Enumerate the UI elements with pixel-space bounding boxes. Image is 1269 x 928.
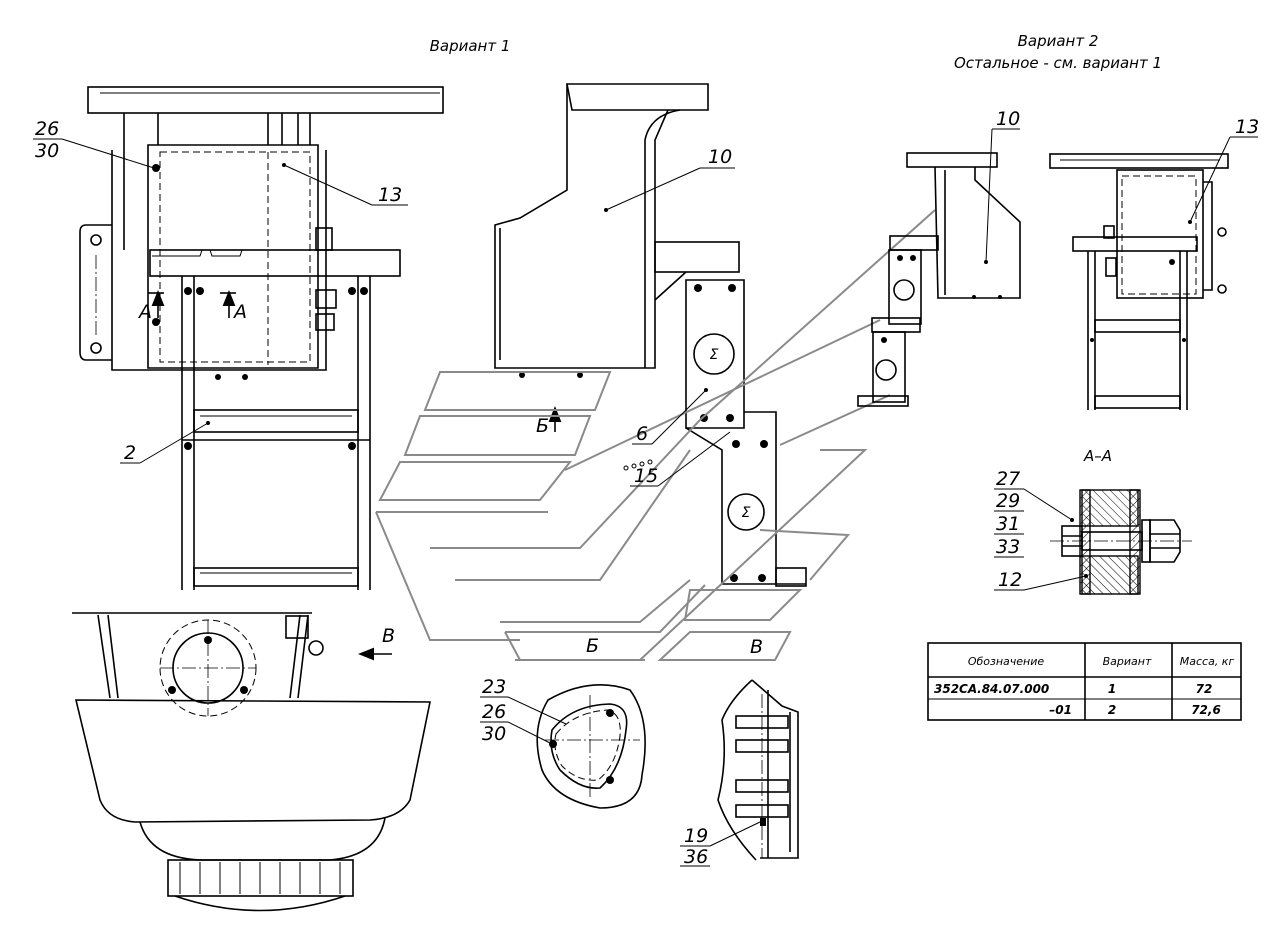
table-cell-designation-1: 352СА.84.07.000	[934, 682, 1049, 696]
callouts-detail-plate: 23 26 30	[480, 676, 567, 745]
callout-10-v2: 10	[996, 108, 1020, 130]
section-a-a-title: А–А	[1083, 447, 1112, 465]
view-label-b: Б	[586, 635, 599, 657]
callout-26: 26	[35, 118, 59, 140]
view-label-v: В	[750, 636, 763, 658]
side-view-logo-2: Ʃ	[742, 505, 751, 521]
callouts-variant-2-side: 10	[984, 108, 1020, 264]
title-variant-2-note: Остальное - см. вариант 1	[954, 54, 1162, 72]
table-cell-variant-1: 1	[1108, 682, 1116, 696]
callout-6: 6	[636, 423, 648, 445]
table-cell-mass-2: 72,6	[1191, 703, 1221, 717]
callout-30-detail: 30	[482, 723, 506, 745]
callouts-front-view: 26 30 13 2	[33, 118, 408, 464]
variant-2-front-view	[1049, 153, 1229, 410]
callout-2: 2	[124, 442, 136, 464]
callouts-detail-profile: 19 36	[680, 821, 761, 868]
callouts-side-view: 10 6 15	[604, 146, 735, 487]
section-arrow-label-a1: А	[137, 301, 152, 323]
section-arrow-label-a2: А	[232, 301, 247, 323]
callout-27: 27	[996, 468, 1020, 490]
section-a-a: А–А	[1050, 447, 1192, 595]
table-header-variant: Вариант	[1103, 655, 1152, 668]
table-cell-variant-2: 2	[1108, 703, 1116, 717]
title-variant-2: Вариант 2	[1018, 32, 1099, 50]
table-cell-designation-2: –01	[1049, 703, 1072, 717]
table-header-mass: Масса, кг	[1180, 655, 1235, 668]
projection-guides: Б В	[375, 209, 936, 661]
callout-33: 33	[996, 536, 1020, 558]
callout-36: 36	[684, 846, 708, 868]
callout-31: 31	[996, 513, 1020, 535]
callout-12: 12	[998, 569, 1022, 591]
callout-30: 30	[35, 140, 59, 162]
callout-29: 29	[996, 490, 1020, 512]
view-arrow-label-b: Б	[536, 415, 549, 437]
callout-26-detail: 26	[482, 701, 506, 723]
side-view-logo: Ʃ	[710, 347, 719, 363]
variant-2-side-view	[857, 152, 1021, 407]
detail-view-profile	[717, 679, 799, 861]
detail-view-plate	[536, 684, 646, 809]
callout-13: 13	[378, 184, 402, 206]
table-header-designation: Обозначение	[968, 655, 1045, 668]
callout-19: 19	[684, 825, 708, 847]
side-view-step-bracket: Ʃ Ʃ Б	[494, 83, 807, 587]
callout-15: 15	[634, 465, 658, 487]
variants-table: Обозначение Вариант Масса, кг 352СА.84.0…	[927, 642, 1242, 721]
title-variant-1: Вариант 1	[430, 37, 511, 55]
callouts-section-a-a: 27 29 31 33 12	[994, 468, 1088, 591]
callout-23: 23	[482, 676, 506, 698]
bottom-view-hood: В	[72, 612, 431, 912]
callouts-variant-2-front: 13	[1188, 116, 1259, 224]
callout-10: 10	[708, 146, 732, 168]
front-view-step-assembly: А А	[79, 86, 444, 590]
table-cell-mass-1: 72	[1196, 682, 1213, 696]
view-arrow-label-v: В	[382, 625, 395, 647]
callout-13-v2: 13	[1235, 116, 1259, 138]
